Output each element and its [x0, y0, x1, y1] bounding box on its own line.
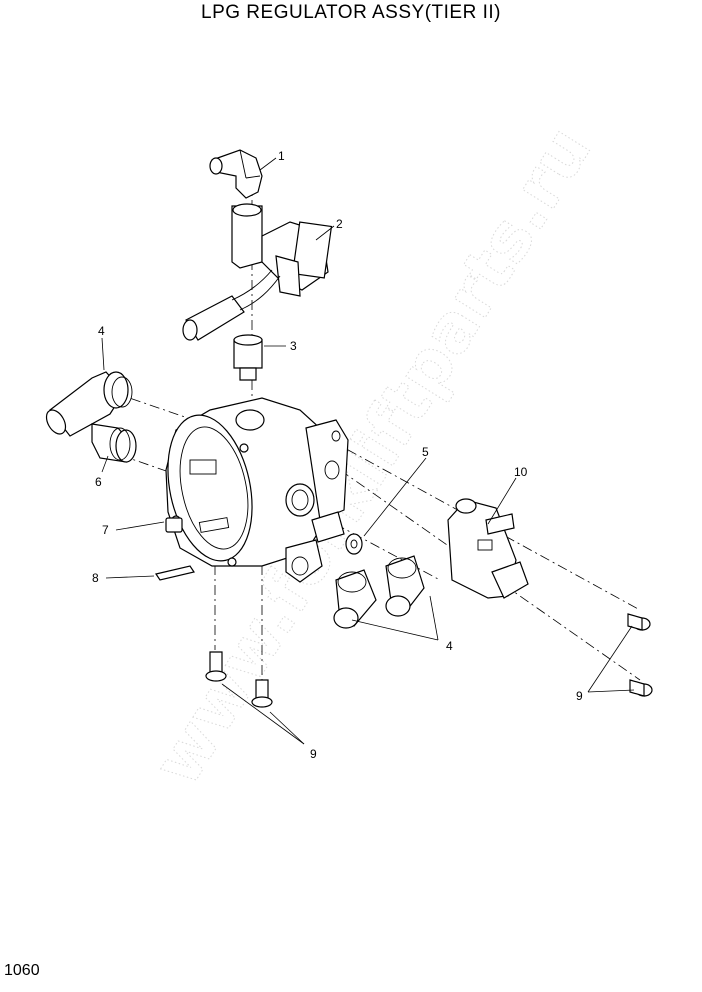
hose-barb-part-4-lower-right: [385, 555, 425, 617]
hose-barb-part-4-lower-left: [333, 569, 377, 629]
callout-4-upper: 4: [98, 324, 105, 338]
hose-barb-part-6: [91, 423, 137, 463]
callout-6: 6: [95, 475, 102, 489]
callout-labels: 1 2 3 4 6 7 8 5 10 4 9 9: [92, 149, 583, 761]
callout-8: 8: [92, 571, 99, 585]
elbow-fitting-part-1: [209, 149, 263, 199]
clip-part-8: [155, 565, 195, 581]
callout-4-lower: 4: [446, 639, 453, 653]
bolt-part-9-a: [627, 613, 651, 631]
callout-1: 1: [278, 149, 285, 163]
page-number: 1060: [4, 962, 40, 979]
callout-2: 2: [336, 217, 343, 231]
plug-part-7: [165, 517, 183, 533]
callout-5: 5: [422, 445, 429, 459]
sensor-part-10: [447, 498, 529, 599]
washer-part-5: [345, 533, 363, 555]
callout-9-right: 9: [576, 689, 583, 703]
bolt-part-9-c: [205, 651, 227, 682]
callout-7: 7: [102, 523, 109, 537]
bolt-part-9-b: [629, 679, 653, 697]
adapter-fitting-part-3: [233, 334, 263, 381]
page-title: LPG REGULATOR ASSY(TIER II): [201, 2, 501, 23]
callout-3: 3: [290, 339, 297, 353]
hose-elbow-part-4-left: [45, 371, 133, 437]
leader-lines: [101, 157, 635, 745]
regulator-body: [165, 397, 349, 583]
bolt-part-9-d: [251, 679, 273, 708]
callout-9-bottom: 9: [310, 747, 317, 761]
solenoid-valve-part-2: [182, 203, 333, 341]
callout-10: 10: [514, 465, 528, 479]
